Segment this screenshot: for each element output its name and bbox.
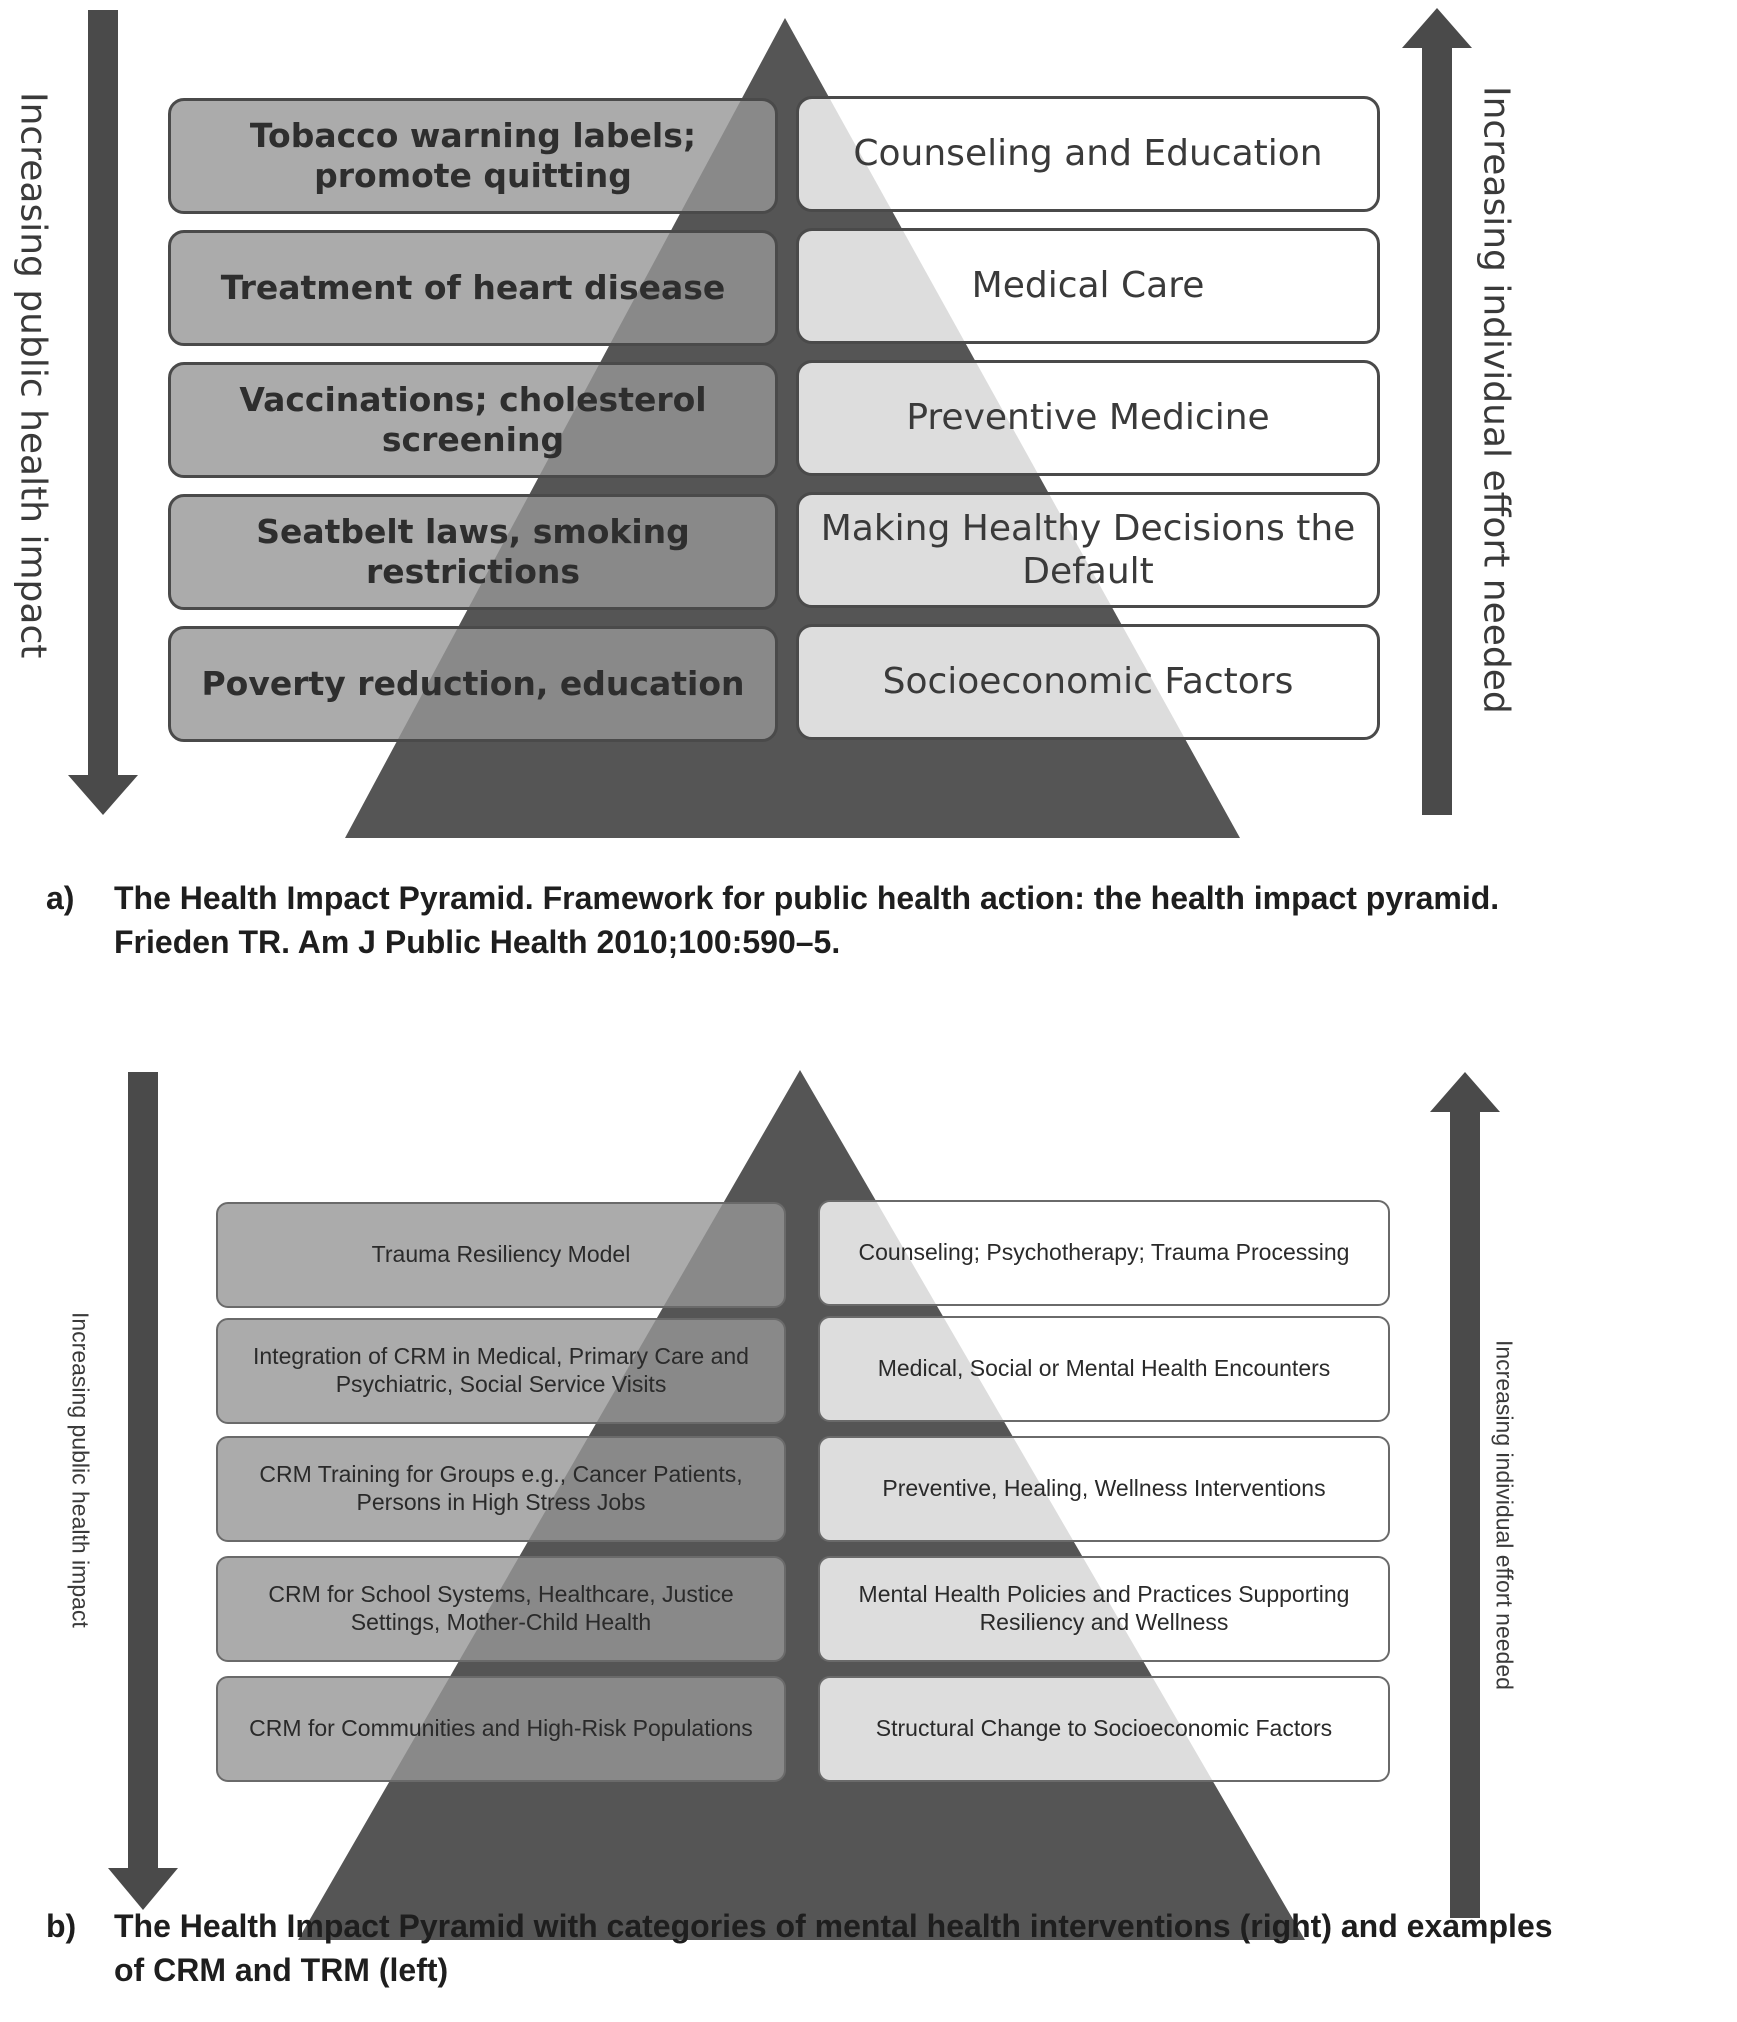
example-box: Trauma Resiliency Model (216, 1202, 786, 1308)
caption-a-line-2: Frieden TR. Am J Public Health 2010;100:… (114, 924, 841, 961)
example-box: Vaccinations; cholesterol screening (168, 362, 778, 478)
category-box: Counseling; Psychotherapy; Trauma Proces… (818, 1200, 1390, 1306)
left-axis-label-a: Increasing public health impact (12, 91, 54, 659)
caption-a-letter: a) (46, 880, 75, 916)
example-box: Seatbelt laws, smoking restrictions (168, 494, 778, 610)
up-arrow-a-head (1402, 8, 1472, 48)
caption-b: b) The Health Impact Pyramid with catego… (46, 1904, 1726, 2014)
right-axis-label-a: Increasing individual effort needed (1475, 86, 1517, 714)
panel-b: Increasing public health impact Increasi… (0, 1060, 1737, 1970)
caption-b-letter: b) (46, 1908, 77, 1944)
example-box: Tobacco warning labels; promote quitting (168, 98, 778, 214)
caption-a-text: The Health Impact Pyramid. Framework for… (114, 876, 1499, 964)
category-box: Making Healthy Decisions the Default (796, 492, 1380, 608)
category-box: Structural Change to Socioeconomic Facto… (818, 1676, 1390, 1782)
example-box: CRM for Communities and High-Risk Popula… (216, 1676, 786, 1782)
example-box: CRM Training for Groups e.g., Cancer Pat… (216, 1436, 786, 1542)
category-box: Socioeconomic Factors (796, 624, 1380, 740)
left-axis-label-b: Increasing public health impact (67, 1312, 94, 1628)
category-box: Medical Care (796, 228, 1380, 344)
down-arrow-a-head (68, 775, 138, 815)
caption-b-line-2: of CRM and TRM (left) (114, 1952, 449, 1989)
up-arrow-b-shaft (1450, 1108, 1480, 1918)
caption-a: a) The Health Impact Pyramid. Framework … (46, 876, 1726, 986)
example-box: Treatment of heart disease (168, 230, 778, 346)
category-box: Preventive, Healing, Wellness Interventi… (818, 1436, 1390, 1542)
down-arrow-a-shaft (88, 10, 118, 780)
example-box: Poverty reduction, education (168, 626, 778, 742)
example-box: Integration of CRM in Medical, Primary C… (216, 1318, 786, 1424)
right-axis-label-b: Increasing individual effort needed (1491, 1340, 1518, 1690)
caption-b-text: The Health Impact Pyramid with categorie… (114, 1904, 1553, 1992)
category-box: Counseling and Education (796, 96, 1380, 212)
panel-a: Increasing public health impact Increasi… (0, 0, 1737, 860)
category-box: Mental Health Policies and Practices Sup… (818, 1556, 1390, 1662)
up-arrow-b-head (1430, 1072, 1500, 1112)
category-box: Medical, Social or Mental Health Encount… (818, 1316, 1390, 1422)
caption-a-line-1: The Health Impact Pyramid. Framework for… (114, 880, 1500, 916)
category-box: Preventive Medicine (796, 360, 1380, 476)
example-box: CRM for School Systems, Healthcare, Just… (216, 1556, 786, 1662)
up-arrow-a-shaft (1422, 45, 1452, 815)
caption-b-line-1: The Health Impact Pyramid with categorie… (114, 1908, 1553, 1944)
down-arrow-b-shaft (128, 1072, 158, 1872)
down-arrow-b-head (108, 1868, 178, 1910)
